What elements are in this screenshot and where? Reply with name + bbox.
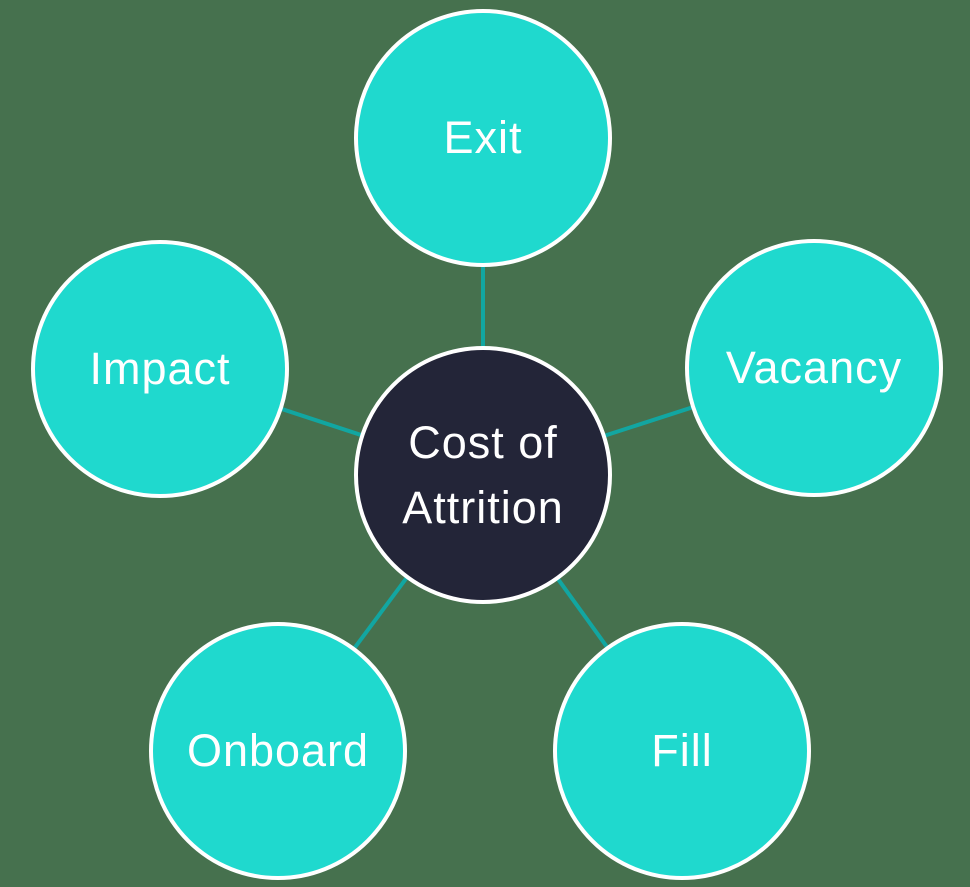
node-label: Onboard	[186, 725, 370, 777]
node-label: Vacancy	[725, 342, 903, 394]
node-label: Exit	[443, 112, 523, 164]
node-impact: Impact	[31, 240, 289, 498]
node-label: Impact	[89, 343, 231, 395]
node-exit: Exit	[354, 9, 612, 267]
node-onboard: Onboard	[149, 622, 407, 880]
node-label: Fill	[651, 725, 713, 777]
center-node-cost-of-attrition: Cost of Attrition	[354, 346, 612, 604]
center-node-label: Cost of Attrition	[402, 416, 564, 533]
node-vacancy: Vacancy	[685, 239, 943, 497]
node-fill: Fill	[553, 622, 811, 880]
